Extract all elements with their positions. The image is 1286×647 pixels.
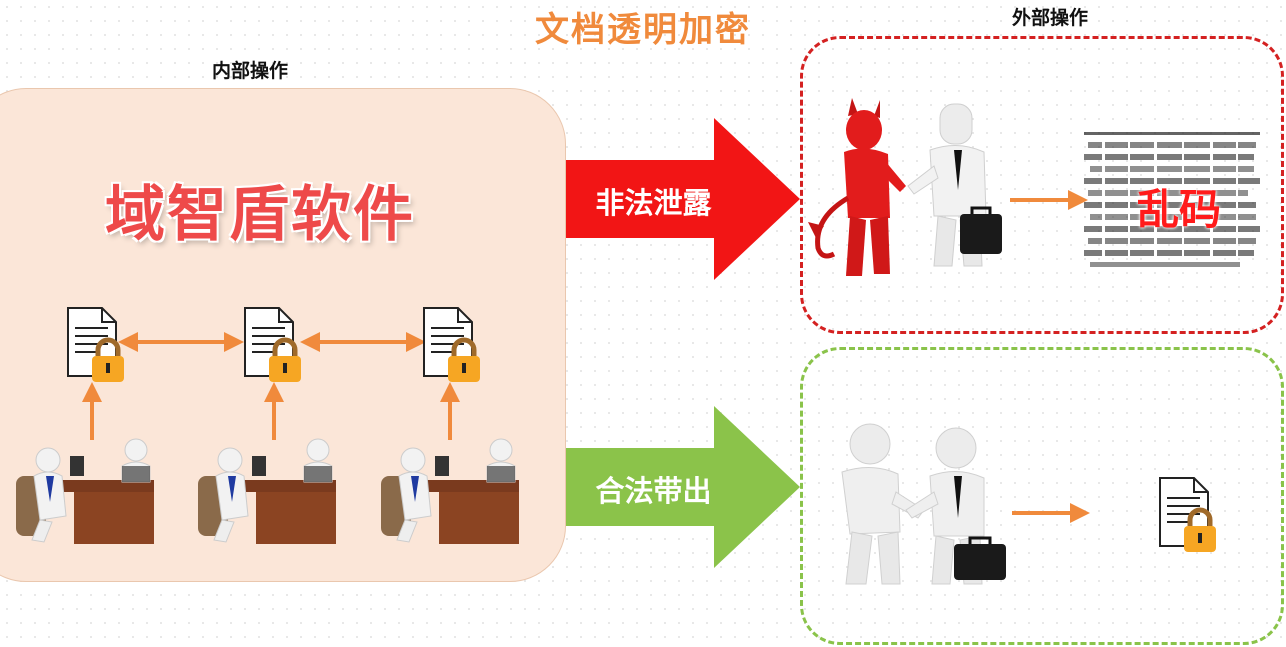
legal-external-box	[800, 347, 1284, 645]
office-worker-icon	[381, 438, 519, 544]
briefcase-icon	[954, 536, 1006, 580]
illegal-leak-arrow	[566, 118, 800, 280]
devil-icon	[808, 98, 906, 276]
office-worker-icon	[198, 438, 336, 544]
internal-operation-label: 内部操作	[211, 60, 288, 82]
page-title: 文档透明加密	[535, 10, 751, 50]
illegal-external-box	[800, 36, 1284, 334]
locked-document-icon	[1159, 477, 1216, 552]
illegal-leak-label: 非法泄露	[595, 186, 712, 220]
briefcase-icon	[960, 206, 1002, 254]
legal-export-label: 合法带出	[595, 474, 712, 508]
brand-name: 域智盾软件	[105, 180, 415, 250]
locked-document-icon	[423, 307, 480, 382]
office-worker-icon	[16, 438, 154, 544]
garbled-text-icon	[1084, 132, 1260, 267]
legal-export-arrow	[566, 406, 800, 568]
locked-document-icon	[244, 307, 301, 382]
locked-document-icon	[67, 307, 124, 382]
garbled-result-label: 乱码	[1136, 185, 1221, 234]
external-operation-label: 外部操作	[1011, 7, 1088, 29]
businessman-icon	[841, 423, 925, 585]
